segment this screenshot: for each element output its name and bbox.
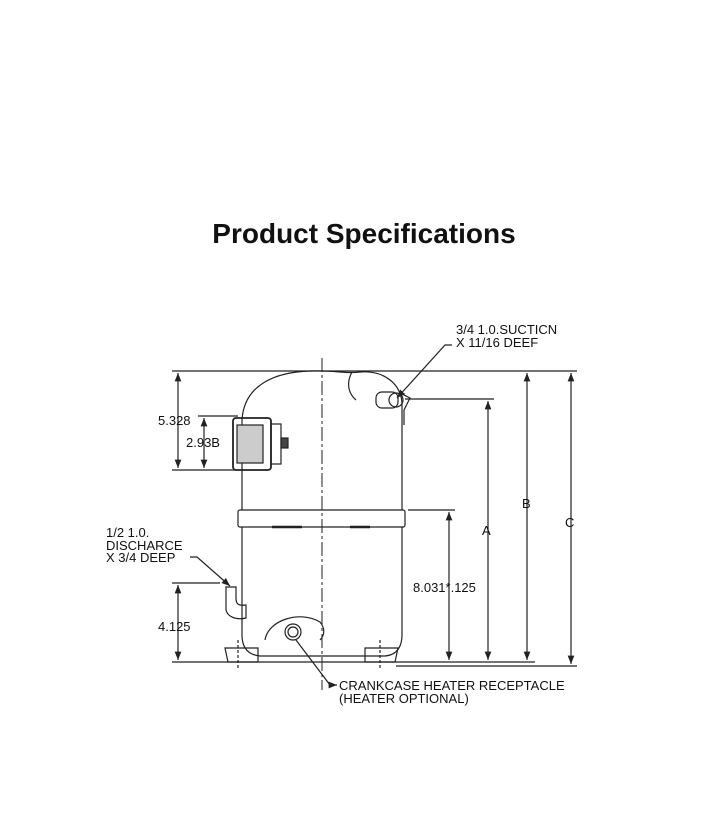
dim-c: C [565,515,574,530]
dim-5328: 5.328 [158,413,191,428]
heater-receptacle [284,623,302,641]
extension-lines [172,370,577,667]
compressor-body [224,358,411,690]
crankcase-label-line2: (HEATER OPTIONAL) [339,691,469,706]
discharge-label-line2: DISCHARCE [106,538,183,553]
dim-a: A [482,523,491,538]
suction-fitting [375,391,411,425]
suction-label-line2: X 11/16 DEEF [456,335,538,350]
discharge-label-line3: X 3/4 DEEP [106,550,175,565]
dim-8031: 8.031*.125 [413,580,476,595]
leader-lines [190,344,452,689]
page-title: Product Specifications [212,218,516,249]
dim-4125: 4.125 [158,619,191,634]
crankcase-label-line1: CRANKCASE HEATER RECEPTACLE [339,678,565,693]
suction-label-line1: 3/4 1.0.SUCTICN [456,322,557,337]
dim-293b: 2.93B [186,435,220,450]
dim-b: B [522,496,531,511]
discharge-label-line1: 1/2 1.0. [106,525,149,540]
discharge-pipe [225,586,247,620]
dimension-lines [174,373,575,664]
